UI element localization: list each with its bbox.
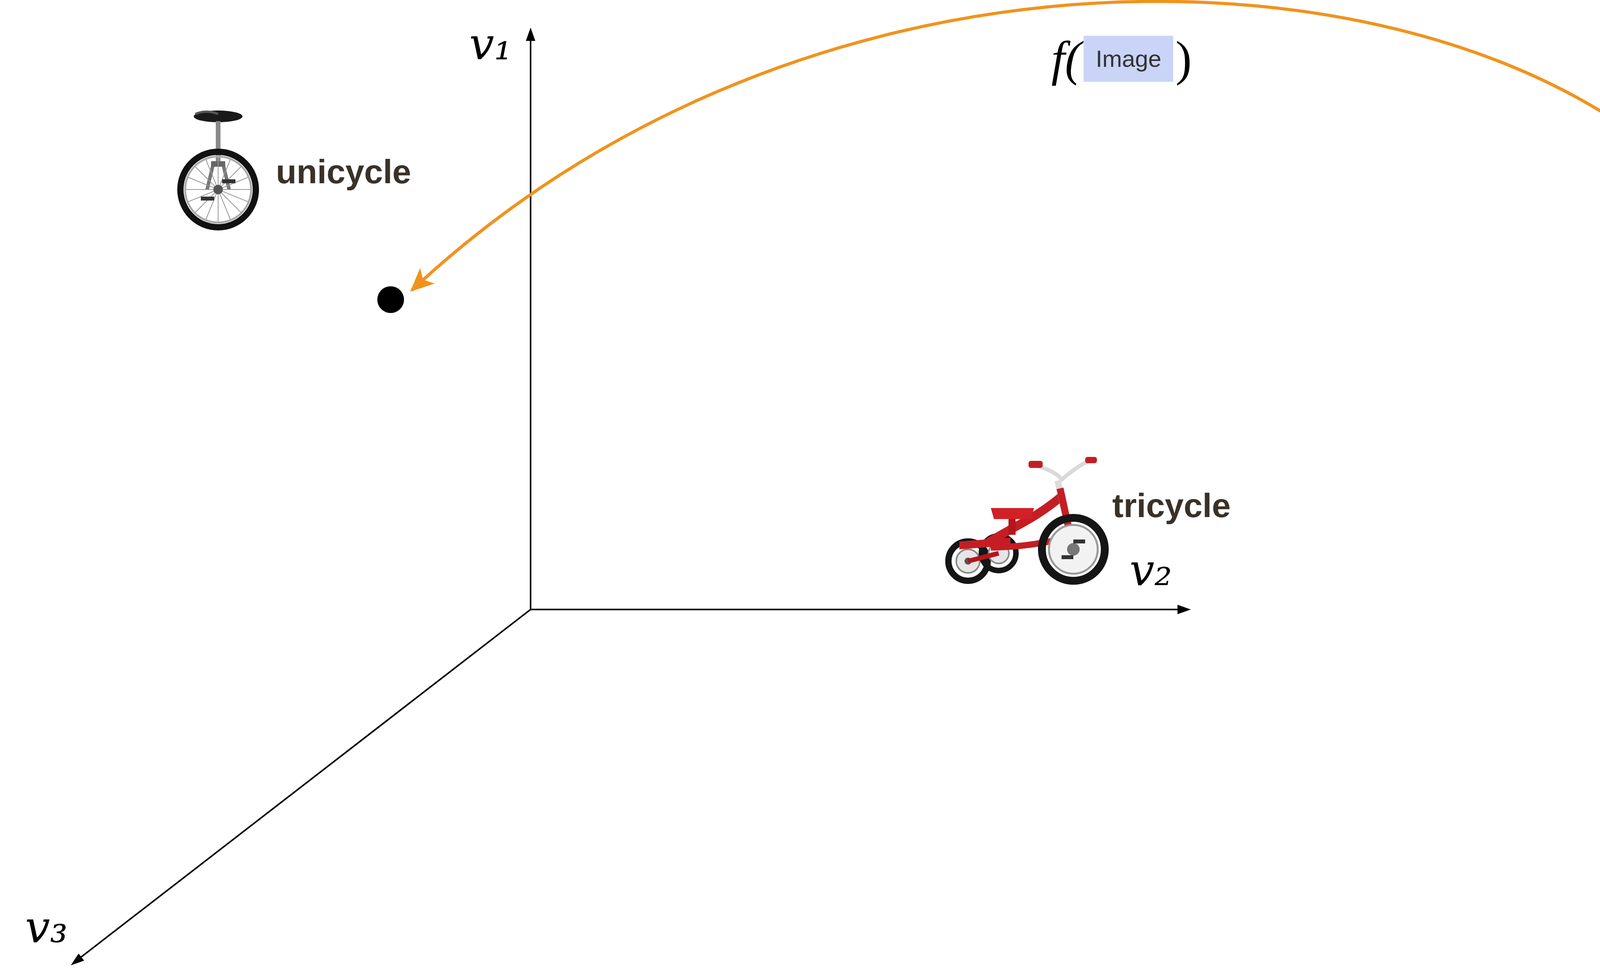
axis-arrowhead (1177, 604, 1191, 614)
axis-arrowhead (70, 953, 85, 965)
axis-label: v₂ (1129, 547, 1172, 592)
embedding-point (377, 286, 405, 313)
class-label: tricycle (1112, 488, 1231, 522)
unicycle-picture (180, 110, 256, 228)
axis-v2 (529, 608, 1185, 610)
axis-v1 (529, 31, 532, 610)
axis-label: v₃ (25, 904, 68, 949)
class-label: unicycle (275, 154, 412, 189)
axis-v3 (75, 609, 531, 961)
axis-arrowhead (525, 27, 536, 41)
input-label: Image (1095, 47, 1162, 71)
function-paren: ) (1175, 34, 1192, 84)
axis-label: v₁ (469, 22, 512, 67)
axes (70, 27, 1191, 965)
function-symbol: f( (1051, 34, 1082, 84)
input-box: Image (1083, 35, 1174, 82)
tricycle-picture (943, 448, 1108, 587)
mapping-arrow (411, 1, 1600, 291)
